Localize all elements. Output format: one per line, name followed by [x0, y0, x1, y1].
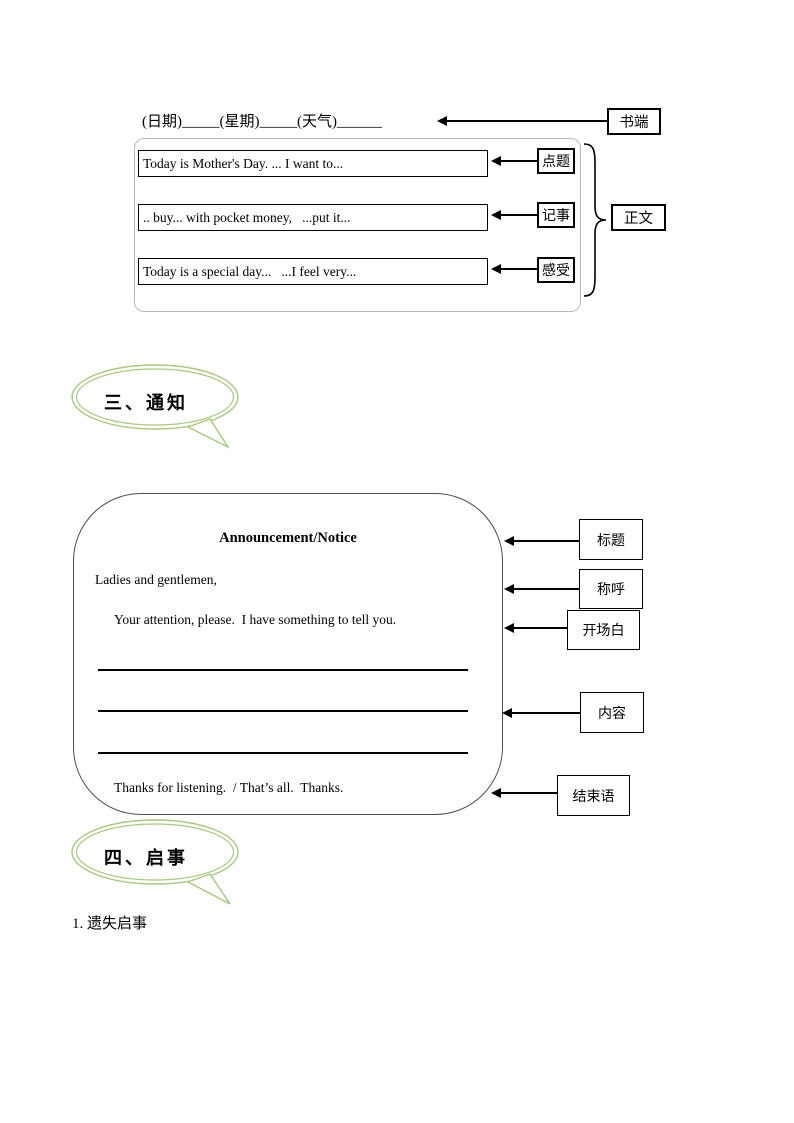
chenghu-label-box: 称呼 [579, 569, 643, 609]
neirong-label-box: 内容 [580, 692, 644, 733]
diary-row-topic: Today is Mother's Day. ... I want to... [138, 150, 488, 177]
arrow-to-events-row [491, 210, 537, 220]
zhengwen-label-box: 正文 [611, 204, 666, 231]
ganshou-label: 感受 [542, 264, 570, 279]
diary-row-feelings: Today is a special day... ...I feel very… [138, 258, 488, 285]
diary-row-events: .. buy... with pocket money, ...put it..… [138, 204, 488, 231]
blank-line-2 [98, 710, 468, 712]
notice-title: Announcement/Notice [219, 530, 357, 546]
speech-bubble-icon [71, 819, 239, 905]
arrow-to-topic-row [491, 156, 537, 166]
chenghu-label: 称呼 [597, 583, 625, 598]
notice-salutation: Ladies and gentlemen, [95, 572, 217, 587]
section-shishi-heading: 四、启事 [104, 848, 188, 868]
arrow-to-feelings-row [491, 264, 537, 274]
speech-bubble-icon [71, 364, 239, 449]
arrow-to-title [504, 536, 579, 546]
biaoti-label: 标题 [597, 533, 625, 549]
arrow-to-date-line [437, 116, 607, 126]
notice-opening: Your attention, please. I have something… [114, 612, 397, 627]
notice-panel [73, 493, 503, 815]
jieshuyu-label-box: 结束语 [557, 775, 630, 816]
diary-row-feelings-text: Today is a special day... ...I feel very… [143, 263, 357, 279]
arrow-to-opening [504, 623, 567, 633]
arrow-to-content [502, 708, 580, 718]
arrow-to-closing [491, 788, 557, 798]
dianti-label: 点题 [542, 155, 570, 170]
blank-line-3 [98, 752, 468, 754]
neirong-label: 内容 [598, 706, 626, 722]
arrow-to-salutation [504, 584, 579, 594]
diary-row-events-text: .. buy... with pocket money, ...put it..… [143, 209, 351, 225]
shuduan-label-box: 书端 [607, 108, 661, 135]
section-notice-heading: 三、通知 [104, 393, 188, 413]
diary-date-line: (日期)_____(星期)_____(天气)______ [142, 114, 382, 130]
jishi-label: 记事 [542, 209, 570, 224]
diary-row-topic-text: Today is Mother's Day. ... I want to... [143, 155, 344, 171]
zhengwen-label: 正文 [624, 211, 653, 227]
blank-line-1 [98, 669, 468, 671]
notice-closing: Thanks for listening. / That’s all. Than… [114, 780, 344, 795]
kaichangbai-label-box: 开场白 [567, 610, 640, 650]
biaoti-label-box: 标题 [579, 519, 643, 560]
lost-notice-item: 1. 遗失启事 [72, 916, 148, 932]
curly-brace-icon [583, 143, 607, 297]
ganshou-label-box: 感受 [537, 257, 575, 283]
jieshuyu-label: 结束语 [572, 789, 615, 805]
kaichangbai-label: 开场白 [582, 624, 625, 639]
jishi-label-box: 记事 [537, 202, 575, 228]
diantii-label-box: 点题 [537, 148, 575, 174]
shuduan-label: 书端 [619, 115, 649, 131]
